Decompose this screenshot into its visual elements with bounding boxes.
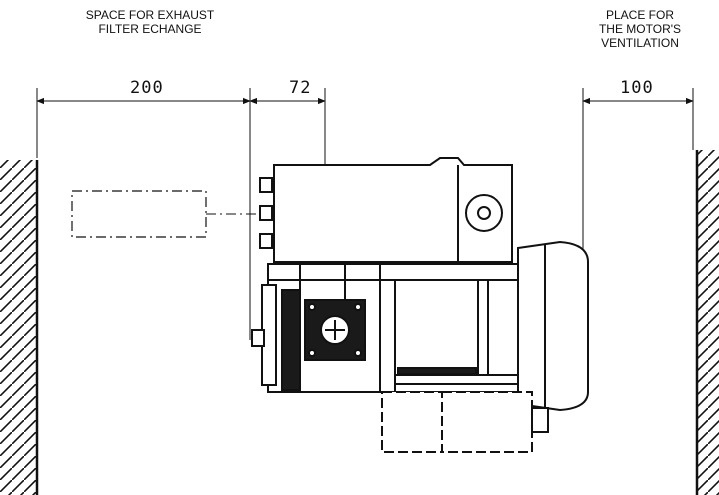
- ventilation-label-line-2: THE MOTOR'S: [598, 22, 682, 36]
- exhaust-filter-outline: [71, 190, 207, 238]
- vacuum-pump: [251, 157, 589, 453]
- right-wall: [695, 150, 719, 495]
- exhaust-filter-space-label: SPACE FOR EXHAUST FILTER ECHANGE: [40, 8, 260, 36]
- left-wall: [0, 160, 39, 495]
- ventilation-label-line-3: VENTILATION: [601, 36, 679, 50]
- exhaust-label-line-1: SPACE FOR EXHAUST: [85, 8, 215, 22]
- dimension-200: 200: [130, 78, 164, 98]
- exhaust-label-line-2: FILTER ECHANGE: [98, 22, 202, 36]
- dimension-72: 72: [289, 78, 312, 98]
- dimension-100: 100: [620, 78, 654, 98]
- ventilation-label-line-1: PLACE FOR: [605, 8, 674, 22]
- motor-ventilation-label: PLACE FOR THE MOTOR'S VENTILATION: [560, 8, 719, 50]
